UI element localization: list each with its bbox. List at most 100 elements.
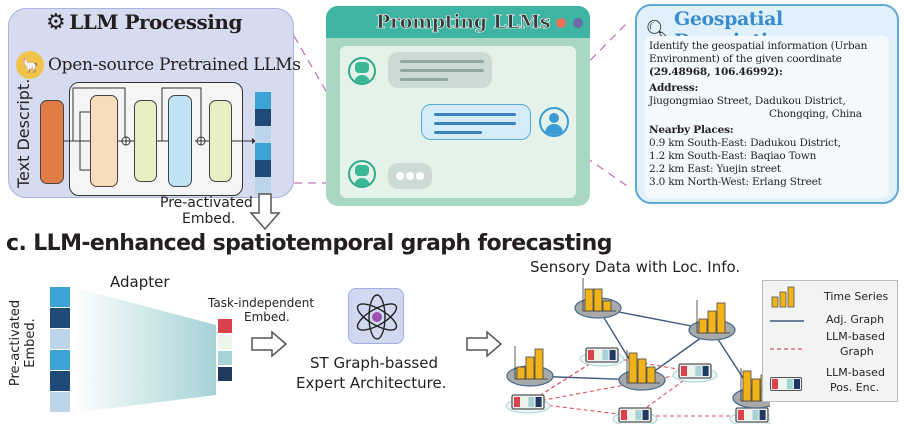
bot-message-bubble [388,52,492,88]
time-series-bar [516,366,526,380]
time-series-bar [593,288,603,312]
time-series-bar [534,348,544,380]
norm-block-1 [134,100,157,182]
user-avatar-icon [539,107,569,137]
legend-llm-graph-label-2: Graph [840,345,874,358]
geo-nearby-item: 3.0 km North-West: Erlang Street [649,176,822,188]
pos-enc-cell [688,366,695,376]
pos-enc-cell [595,350,602,360]
atom-icon [348,288,404,344]
geo-prompt-line-2: Environment) of the given coordinate [649,53,842,65]
pre-activated-embed-label-line-1: Pre-activated [8,299,23,387]
embed-cell [50,308,70,328]
transformer-connections [64,87,256,171]
prompting-titlebar [326,6,590,38]
time-series-bar [646,366,656,384]
pos-enc-cell [752,410,759,420]
legend-time-series-icon [771,286,795,308]
right-arrow-icon [466,330,503,358]
pre-activated-label-top: Pre-activated [160,195,253,211]
adapter-trapezoid [72,287,216,413]
pos-enc-cell [628,410,635,420]
geo-coordinate: (29.48968, 106.46992): [649,66,783,78]
geo-prompt-line-1: Identify the geospatial information (Urb… [649,40,868,52]
legend-pos-enc-icon [770,377,802,391]
pos-enc-cell [588,350,594,360]
pos-enc-cell [514,397,520,407]
time-series-bar [525,356,535,380]
task-independent-embedding-vector [218,319,232,381]
prompting-window: Prompting LLMs [326,6,590,206]
task-embed-label-1: Task-independent [208,296,315,310]
llama-icon: 🦙 [16,51,44,79]
pre-activated-embed-label: Pre-activated Embed. [8,288,38,398]
down-arrow-icon [249,193,281,231]
llm-processing-title-text: LLM Processing [69,10,242,34]
robot-avatar-icon [348,160,376,188]
pos-enc-cell [745,410,752,420]
pos-enc-cell [621,410,627,420]
embed-cell [50,287,70,307]
geo-nearby-heading: Nearby Places: [649,124,734,136]
pos-enc-cell [635,410,642,420]
pos-enc-cell [738,410,744,420]
expert-architecture-label-1: ST Graph-bassed [310,354,438,372]
time-series-bar [751,378,761,402]
task-embed-label-2: Embed. [244,310,290,324]
legend-time-series-label: Time Series [824,290,889,303]
geospatial-text-area [645,36,889,198]
llm-subtitle: 🦙Open-source Pretrained LLMs [16,51,301,79]
geo-address-line-1: Jiugongmiao Street, Dadukou District, [649,95,846,107]
embed-cell [218,367,232,381]
geo-address-line-2: Chongqing, China [769,108,862,120]
time-series-bar [637,358,647,384]
attention-block [90,95,118,187]
geo-nearby-item: 1.2 km South-East: Baqiao Town [649,150,817,162]
legend-adj-graph-line [770,320,804,322]
time-series-bar [602,300,612,312]
expert-architecture-label-2: Expert Architecture. [296,374,447,392]
embed-cell [218,351,232,365]
time-series-bar [628,352,638,384]
embed-cell [255,160,271,177]
llm-graph-edge [634,371,696,417]
embed-cell [255,177,271,194]
embed-cell [255,143,271,160]
pos-enc-cell [702,366,709,376]
gear-icon: ⚙ [46,10,66,35]
time-series-bar [707,310,717,334]
embed-cell [50,371,70,391]
legend-llm-graph-line [770,348,804,350]
pre-activated-embed-label-line-2: Embed. [23,318,38,368]
norm-block-2 [209,100,232,182]
legend-llm-graph-label-1: LLM-based [826,330,885,343]
pos-enc-cell [535,397,542,407]
legend-adj-graph-label: Adj. Graph [826,313,885,326]
geo-nearby-item: 0.9 km South-East: Dadukou District, [649,137,841,149]
embed-cell [255,92,271,109]
embed-cell [255,126,271,143]
pos-enc-cell [695,366,702,376]
embed-cell [218,319,232,333]
input-block [40,100,64,184]
time-series-bar [742,370,752,402]
pre-activated-embedding-vector-c [50,287,70,412]
part-c-title: c. LLM-enhanced spatiotemporal graph for… [6,231,612,256]
ffn-block [168,95,192,187]
pre-activated-label-bottom: Embed. [182,211,236,227]
geo-address-heading: Address: [649,82,699,94]
window-dot-purple [573,18,583,28]
robot-avatar-icon [348,57,376,85]
chat-body [340,46,576,198]
pos-enc-cell [681,366,687,376]
spatiotemporal-graph [505,278,770,424]
embed-cell [255,109,271,126]
time-series-bar [716,302,726,334]
pos-enc-cell [609,350,616,360]
pos-enc-cell [642,410,649,420]
typing-bubble [388,163,432,189]
pos-enc-cell [602,350,609,360]
embed-cell [50,350,70,370]
llm-subtitle-text: Open-source Pretrained LLMs [48,55,301,75]
pos-enc-cell [759,410,766,420]
